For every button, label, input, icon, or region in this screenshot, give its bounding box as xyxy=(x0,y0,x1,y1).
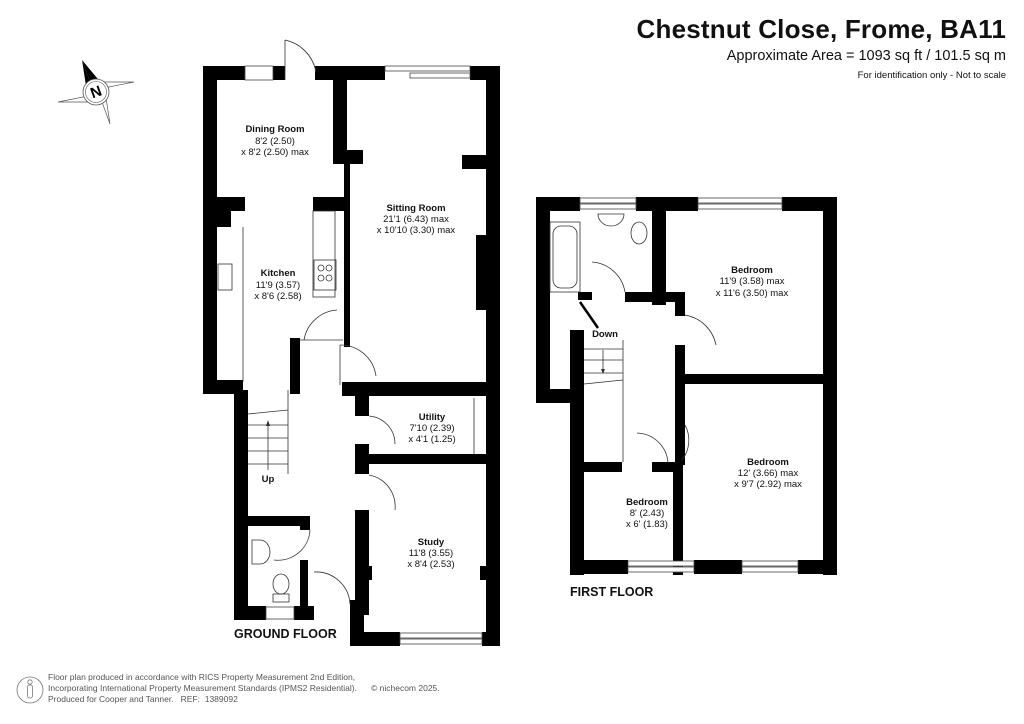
room-dimension: x 8'6 (2.58) xyxy=(254,291,301,302)
room-dimension: x 8'4 (2.53) xyxy=(407,559,454,570)
room-name: Bedroom xyxy=(747,457,789,468)
room-dimension: 7'10 (2.39) xyxy=(409,423,454,434)
room-dimension: x 8'2 (2.50) max xyxy=(241,147,309,158)
room-dimension: x 11'6 (3.50) max xyxy=(716,288,789,299)
room-name: Kitchen xyxy=(261,268,296,279)
room-dimension: x 4'1 (1.25) xyxy=(408,434,455,445)
room-name: Utility xyxy=(419,412,446,423)
property-title: Chestnut Close, Frome, BA11 xyxy=(636,14,1006,44)
footer-line-2: Incorporating International Property Mea… xyxy=(48,683,357,693)
room-dimension: 11'9 (3.58) max xyxy=(719,276,784,287)
first-floor-label: FIRST FLOOR xyxy=(570,585,654,599)
ground-floor-label: GROUND FLOOR xyxy=(234,627,337,641)
stairs-label: Down xyxy=(592,329,618,340)
room-dimension: x 10'10 (3.30) max xyxy=(377,225,456,236)
room-name: Study xyxy=(418,537,445,548)
room-dimension: x 9'7 (2.92) max xyxy=(734,479,802,490)
stairs-label: Up xyxy=(262,474,275,485)
footer: Floor plan produced in accordance with R… xyxy=(48,672,440,705)
room-name: Bedroom xyxy=(626,497,668,508)
footer-line-3: Produced for Cooper and Tanner. REF: 138… xyxy=(48,694,238,704)
room-dimension: 12' (3.66) max xyxy=(738,468,799,479)
copyright: © nichecom 2025. xyxy=(371,683,440,693)
room-dimension: 21'1 (6.43) max xyxy=(383,214,449,225)
approximate-area: Approximate Area = 1093 sq ft / 101.5 sq… xyxy=(726,48,1006,64)
room-name: Dining Room xyxy=(245,124,304,135)
person-icon xyxy=(16,676,44,704)
room-dimension: 11'9 (3.57) xyxy=(256,280,300,291)
room-dimension: 8' (2.43) xyxy=(630,508,665,519)
disclaimer: For identification only - Not to scale xyxy=(857,70,1006,81)
room-name: Sitting Room xyxy=(386,203,445,214)
room-dimension: x 6' (1.83) xyxy=(626,519,668,530)
footer-line-1: Floor plan produced in accordance with R… xyxy=(48,672,356,682)
room-dimension: 8'2 (2.50) xyxy=(255,136,295,147)
room-name: Bedroom xyxy=(731,265,773,276)
room-dimension: 11'8 (3.55) xyxy=(409,548,453,559)
